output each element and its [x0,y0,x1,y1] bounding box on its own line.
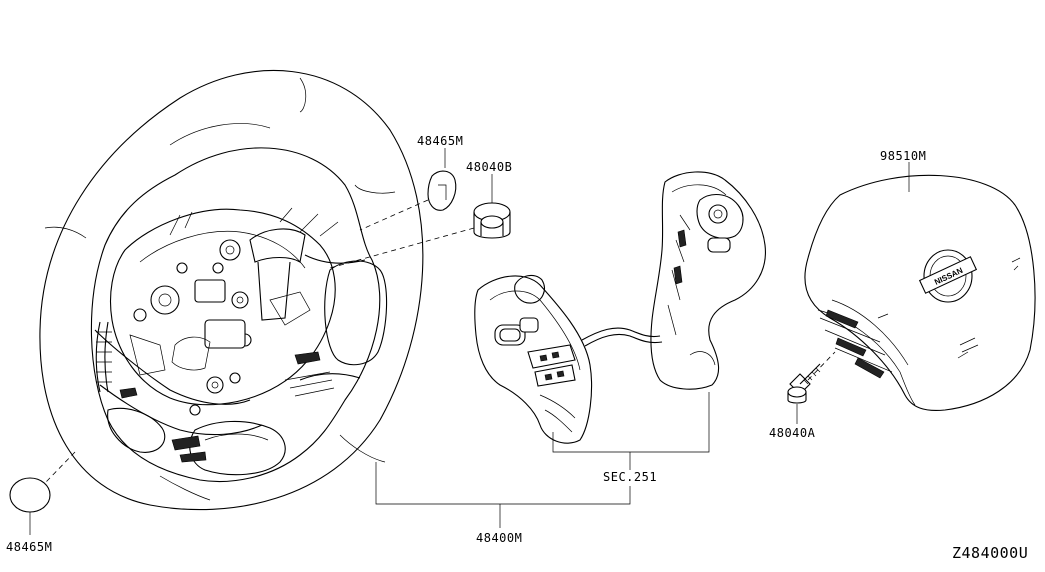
cap-48465m-top [427,148,457,211]
airbag-module: NISSAN [804,174,1036,412]
bushing-48040b [473,174,511,239]
left-switch-assembly [474,274,593,444]
bolt-48040a [787,351,836,424]
drawing-id: Z484000U [952,544,1029,562]
label-48400m: 48400M [476,531,523,545]
right-switch-assembly [650,171,766,390]
label-sec251: SEC.251 [603,470,658,484]
label-48040b: 48040B [466,160,513,174]
leader-cap [359,199,429,231]
sec251-bracket [552,392,710,470]
label-48465m-bottom: 48465M [6,540,53,554]
switch-harness [581,327,661,341]
steering-wheel [39,69,424,511]
leader-cap-bottom [45,451,76,483]
label-48465m-top: 48465M [417,134,464,148]
label-98510m: 98510M [880,149,927,163]
cap-48465m-bottom [9,477,51,535]
leader-bushing [329,227,475,269]
label-48040a: 48040A [769,426,816,440]
wheel-bracket [375,462,631,528]
